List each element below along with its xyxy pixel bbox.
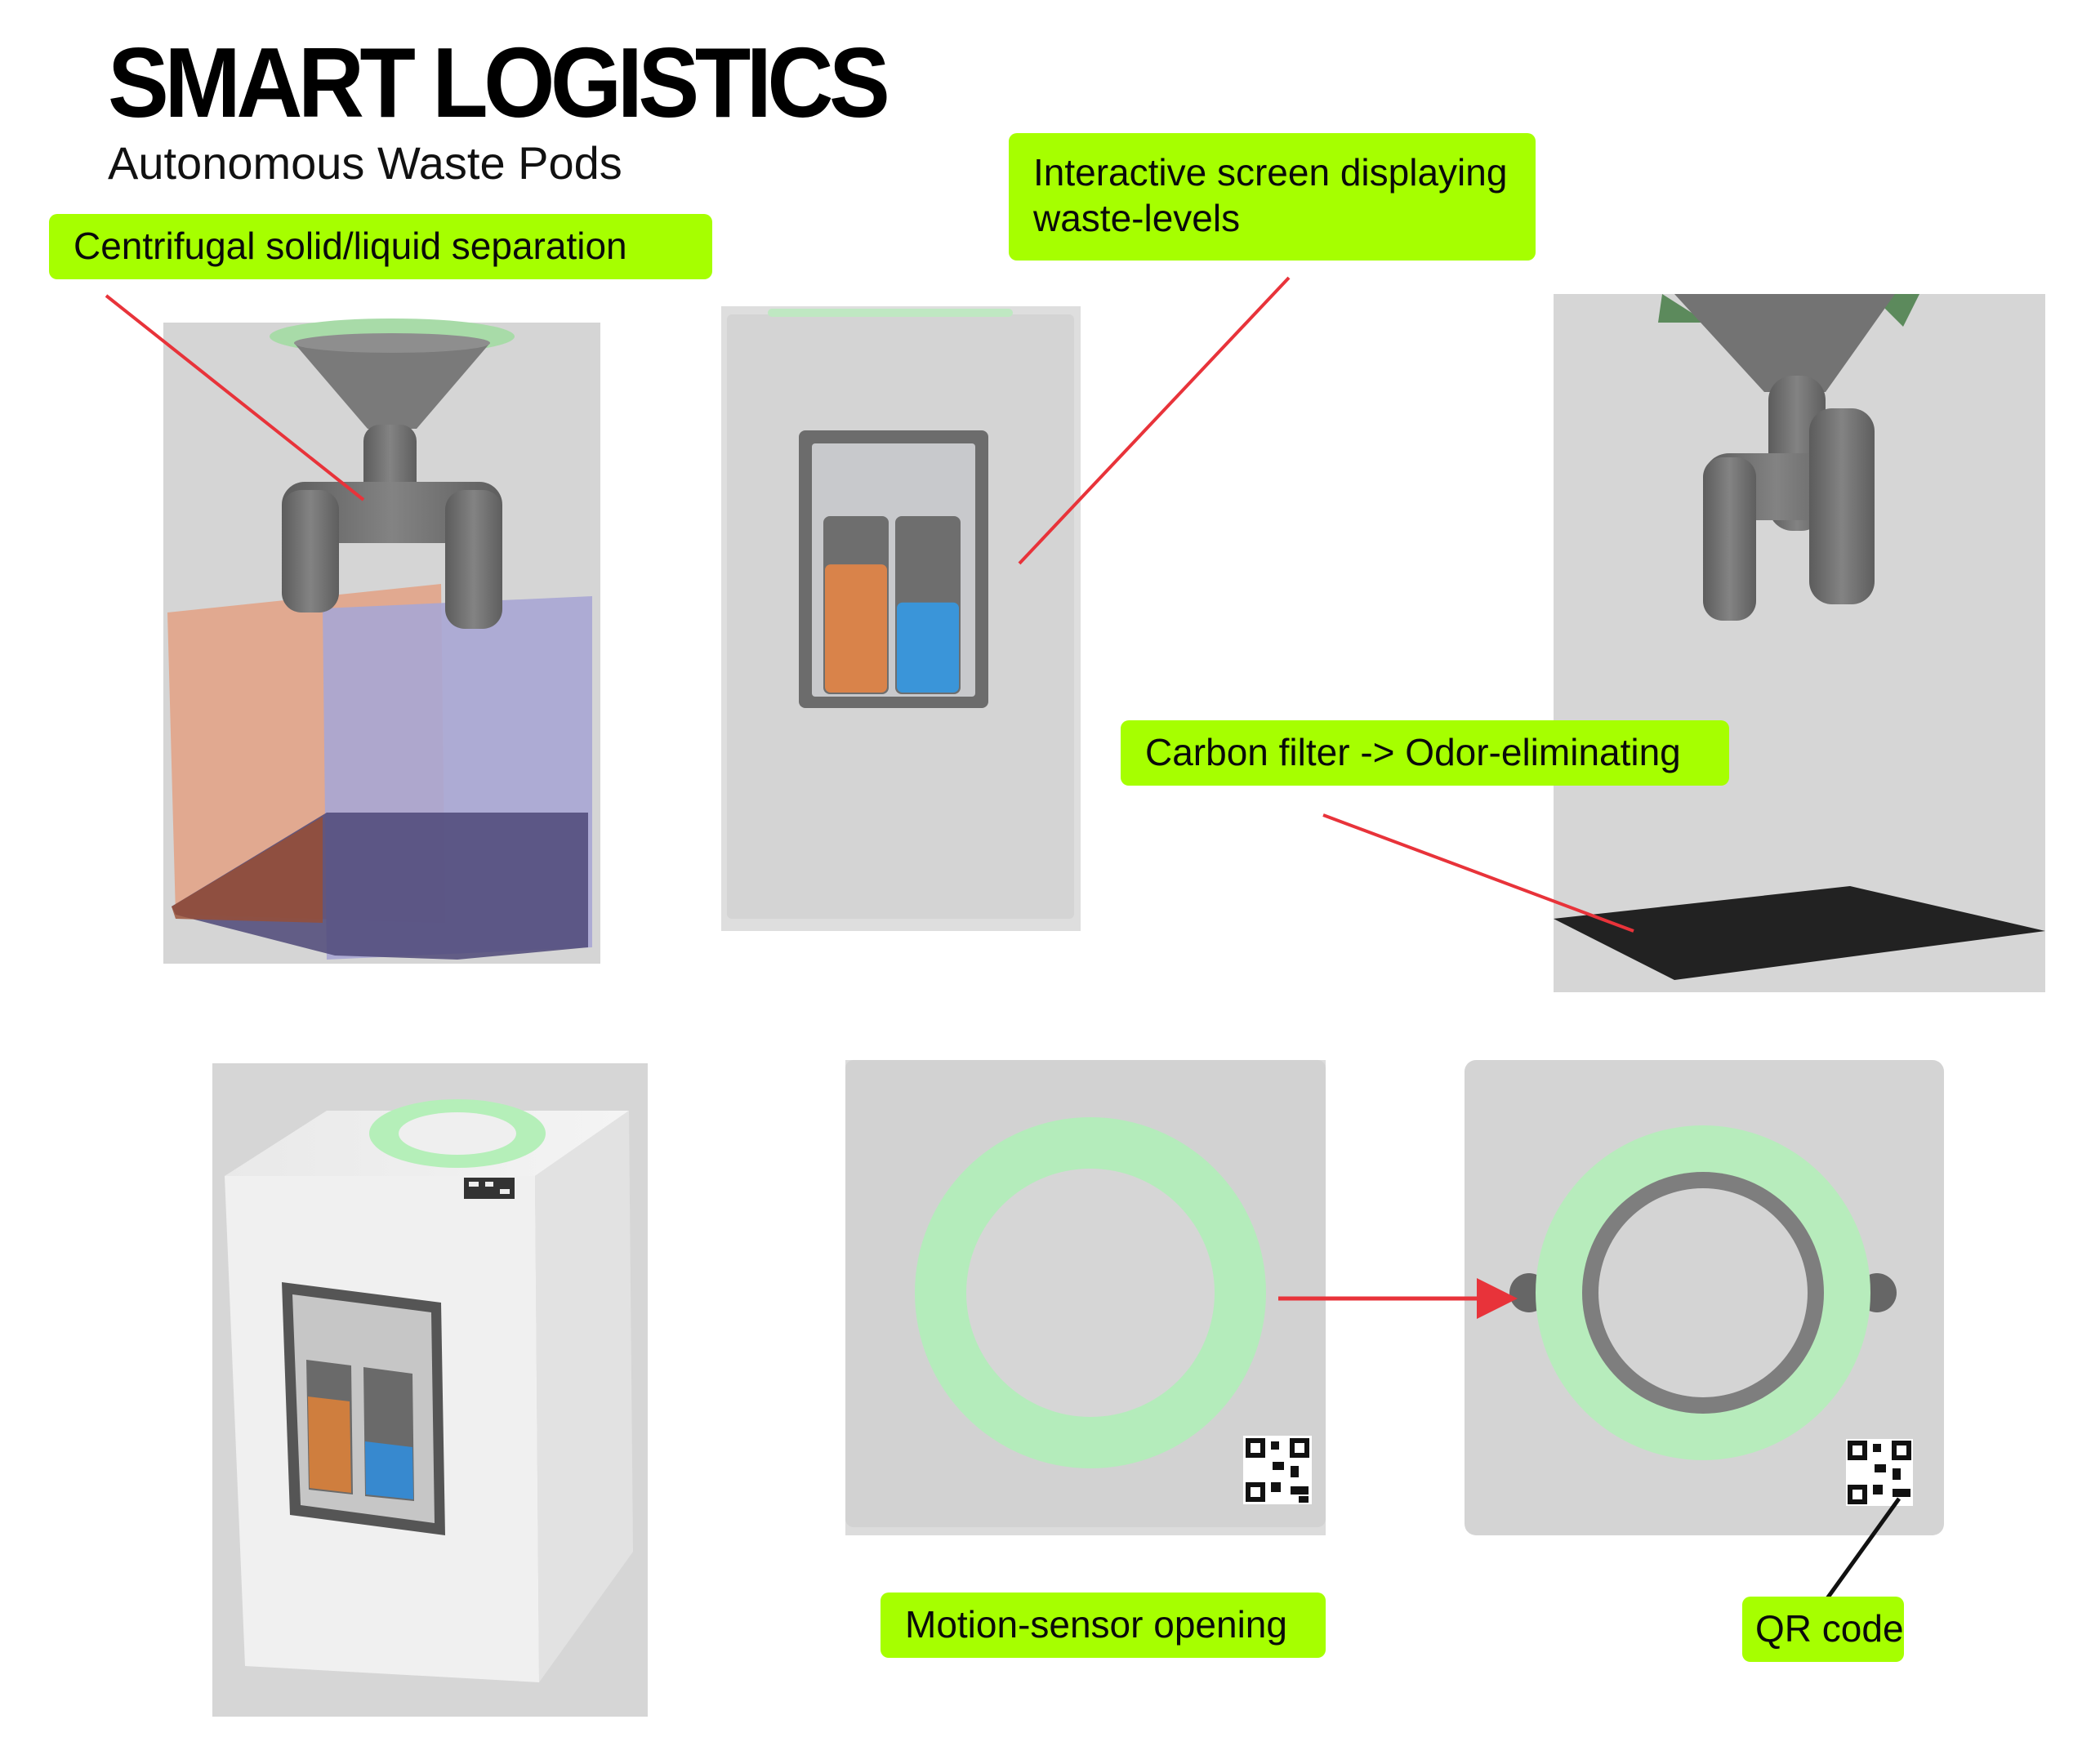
callout-motion-sensor: Motion-sensor opening [881,1592,1326,1658]
motion-sensor-closed-illustration [845,1060,1326,1535]
solid-level-bar-3d [308,1396,351,1493]
qr-code-icon [1846,1439,1913,1506]
callout-text-line1: Interactive screen displaying [1033,151,1508,194]
centrifugal-pointer-line [105,294,365,501]
callout-text: Motion-sensor opening [905,1603,1287,1646]
solid-level-bar [825,564,887,693]
pod-3d-illustration [212,1063,648,1717]
callout-text: QR code [1755,1607,1904,1650]
callout-interactive-screen: Interactive screen displaying waste-leve… [1009,133,1536,261]
page-subtitle: Autonomous Waste Pods [108,137,622,189]
screen-front-illustration [721,306,1081,931]
callout-text: Centrifugal solid/liquid separation [74,225,627,267]
qr-code-icon [1243,1436,1312,1504]
liquid-level-bar [897,602,959,693]
callout-text-line2: waste-levels [1033,197,1241,239]
qr-pointer-line [1823,1497,1902,1602]
page-title: SMART LOGISTICS [108,27,890,138]
carbon-pointer-line [1322,813,1634,933]
screen-pointer-line [1018,276,1291,565]
callout-text: Carbon filter -> Odor-eliminating [1145,731,1681,773]
separator-cutaway-illustration [163,318,600,964]
carbon-filter-illustration [1554,294,2045,992]
callout-carbon-filter: Carbon filter -> Odor-eliminating [1121,720,1729,786]
liquid-level-bar-3d [365,1441,413,1499]
callout-qr-code: QR code [1742,1597,1904,1662]
callout-centrifugal-separation: Centrifugal solid/liquid separation [49,214,712,279]
motion-sensor-open-illustration [1465,1060,1944,1535]
